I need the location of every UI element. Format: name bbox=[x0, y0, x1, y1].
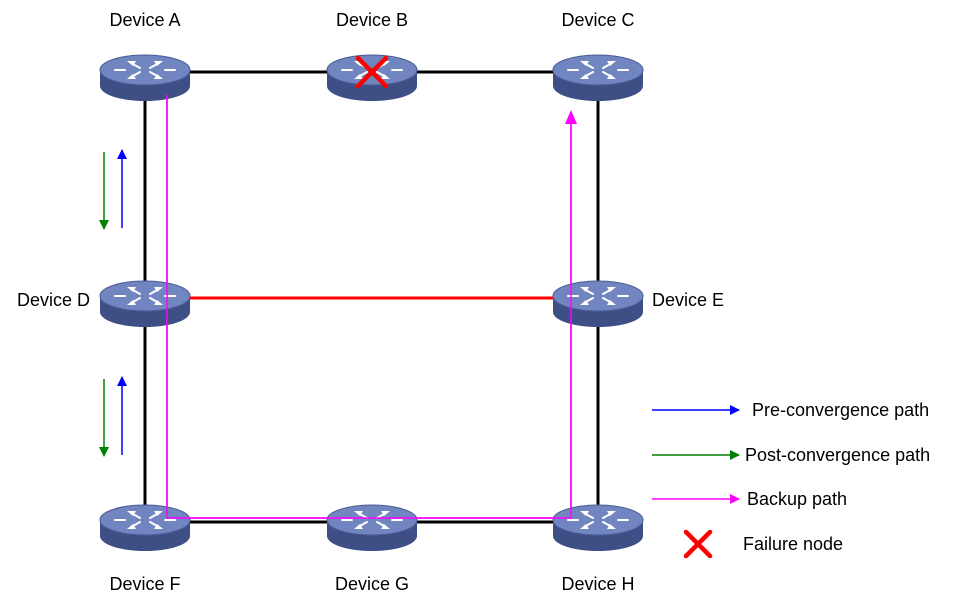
router-icon-device-a[interactable] bbox=[99, 54, 191, 102]
backup-path bbox=[166, 95, 576, 519]
legend-post-label: Post-convergence path bbox=[745, 445, 930, 465]
label-device-b: Device B bbox=[336, 10, 408, 30]
legend-failure-x-icon bbox=[683, 529, 713, 559]
label-device-g: Device G bbox=[335, 574, 409, 594]
failure-x-icon bbox=[355, 55, 389, 89]
label-device-d: Device D bbox=[17, 290, 90, 310]
label-device-c: Device C bbox=[561, 10, 634, 30]
label-device-a: Device A bbox=[109, 10, 180, 30]
router-icon-device-f[interactable] bbox=[99, 504, 191, 552]
legend-pre-label: Pre-convergence path bbox=[752, 400, 929, 420]
router-icon-device-h[interactable] bbox=[552, 504, 644, 552]
label-device-h: Device H bbox=[561, 574, 634, 594]
backup-path-arrowhead bbox=[565, 110, 577, 124]
router-icon-device-c[interactable] bbox=[552, 54, 644, 102]
router-icon-device-d[interactable] bbox=[99, 280, 191, 328]
legend: Pre-convergence path Post-convergence pa… bbox=[652, 400, 930, 559]
label-device-e: Device E bbox=[652, 290, 724, 310]
legend-backup-label: Backup path bbox=[747, 489, 847, 509]
label-device-f: Device F bbox=[109, 574, 180, 594]
router-icon-device-g[interactable] bbox=[326, 504, 418, 552]
router-icon-device-e[interactable] bbox=[552, 280, 644, 328]
legend-failure-label: Failure node bbox=[743, 534, 843, 554]
router-icon-device-b[interactable] bbox=[326, 54, 418, 102]
